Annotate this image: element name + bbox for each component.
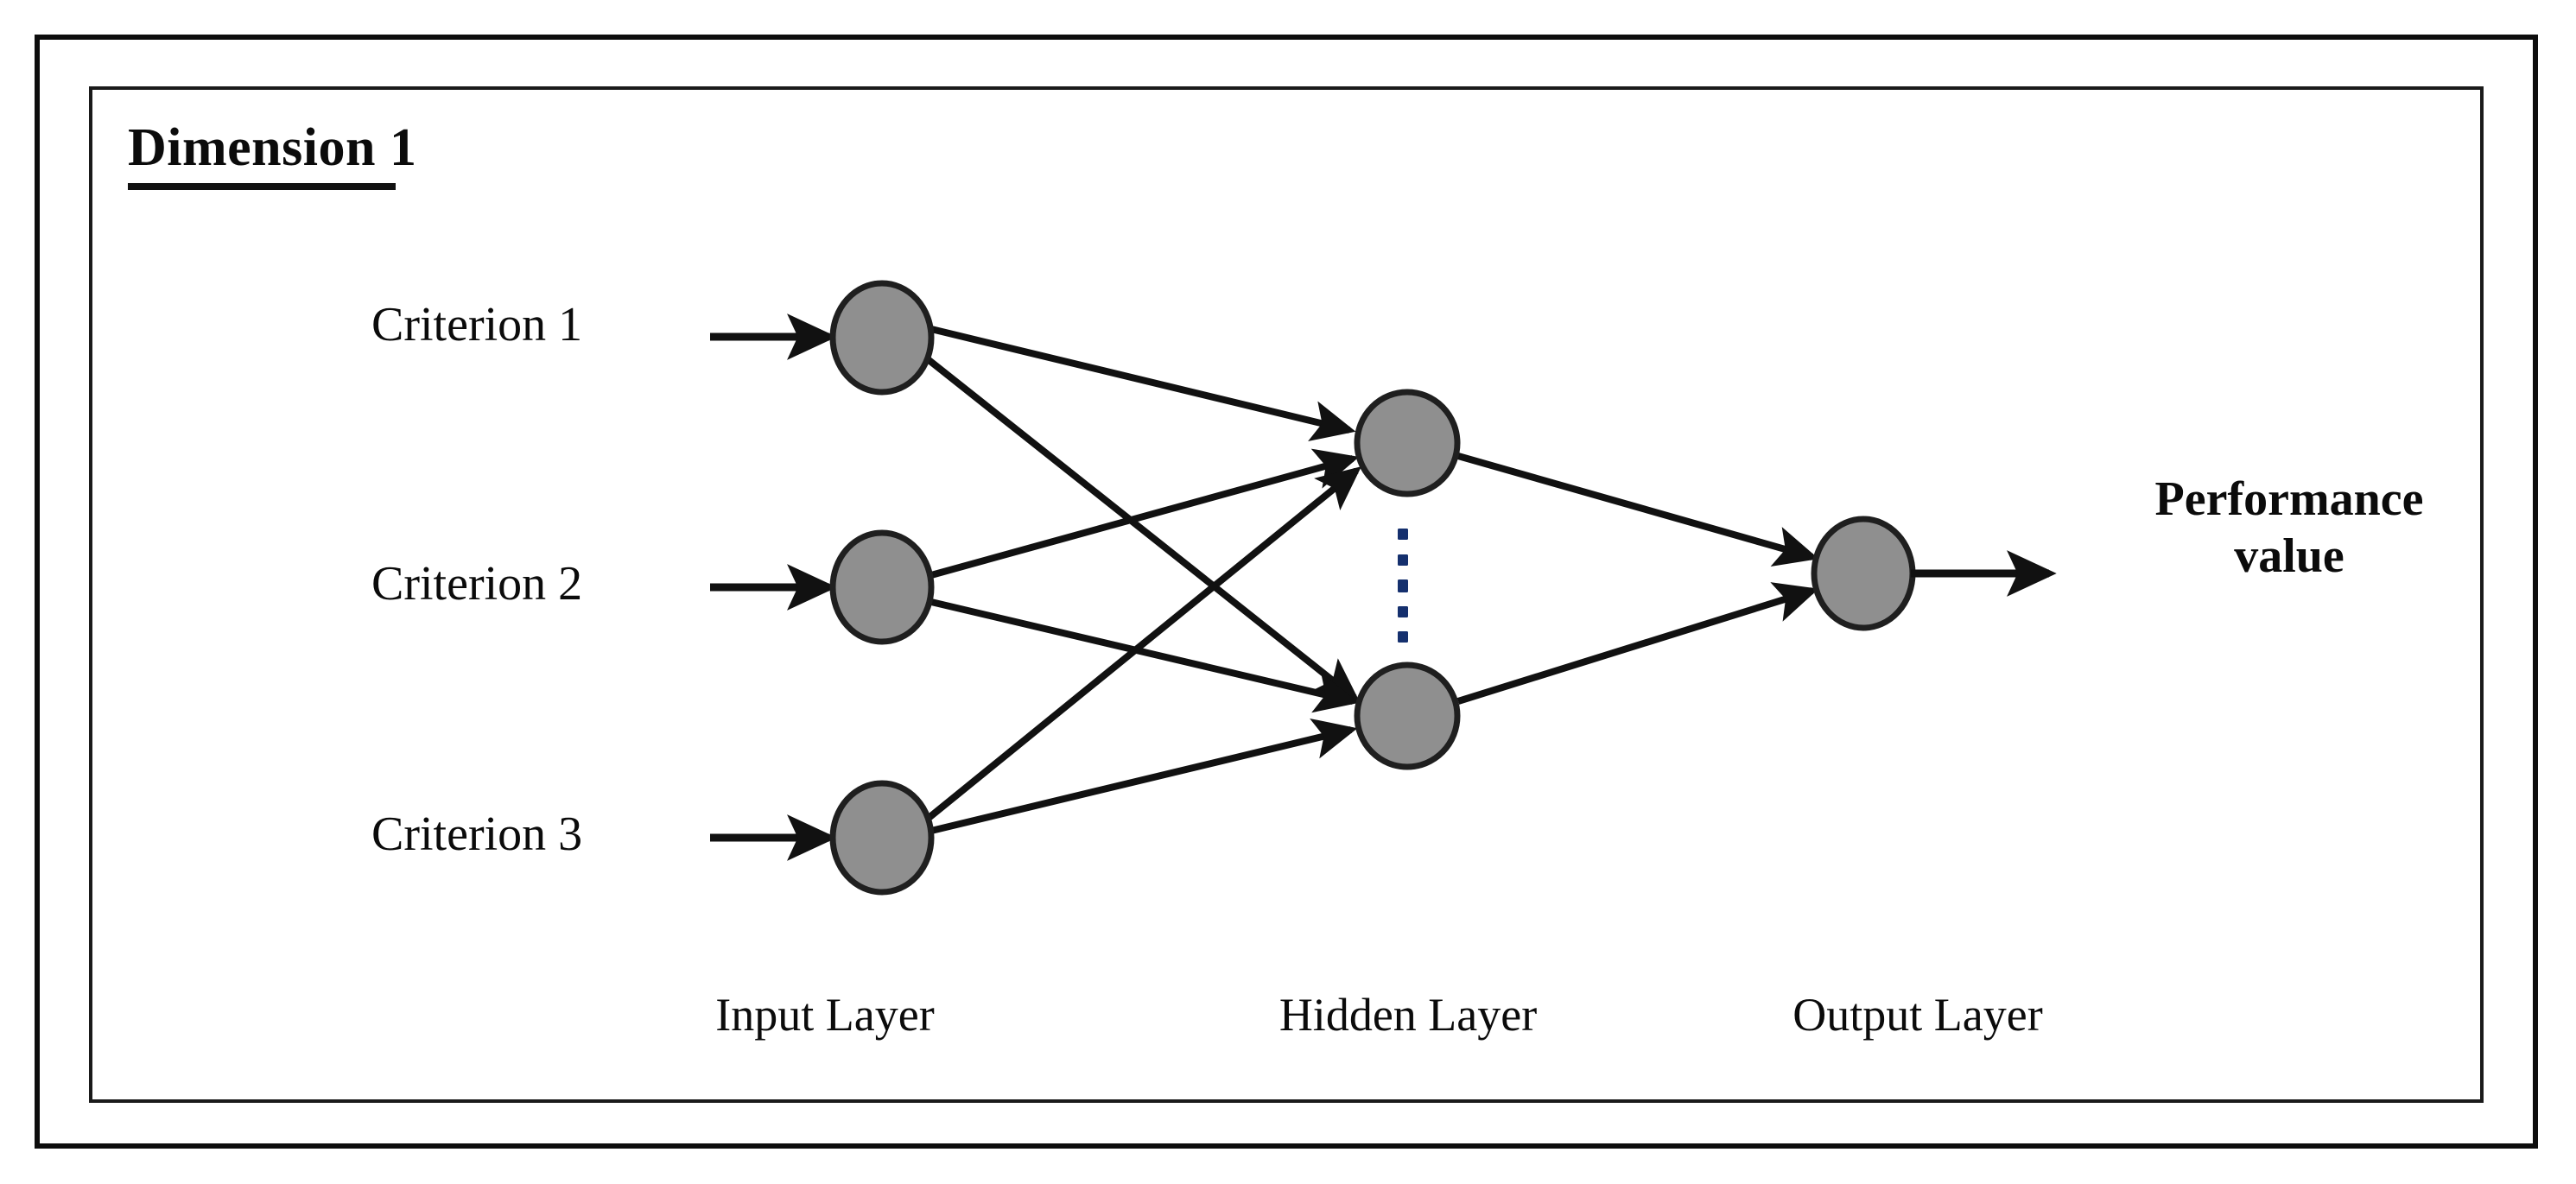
output-label: Performance value xyxy=(2065,471,2514,585)
page-title: Dimension 1 xyxy=(128,118,417,177)
layer-caption-output: Output Layer xyxy=(1792,989,2043,1041)
layer-caption-input: Input Layer xyxy=(715,989,935,1041)
output-label-line-1: Performance xyxy=(2154,472,2424,526)
input-label-criterion-3: Criterion 3 xyxy=(371,807,583,861)
input-label-criterion-2: Criterion 2 xyxy=(371,557,583,611)
title-underline xyxy=(128,183,396,190)
output-label-line-2: value xyxy=(2234,529,2344,584)
input-label-criterion-1: Criterion 1 xyxy=(371,298,583,351)
layer-caption-hidden: Hidden Layer xyxy=(1278,989,1538,1041)
